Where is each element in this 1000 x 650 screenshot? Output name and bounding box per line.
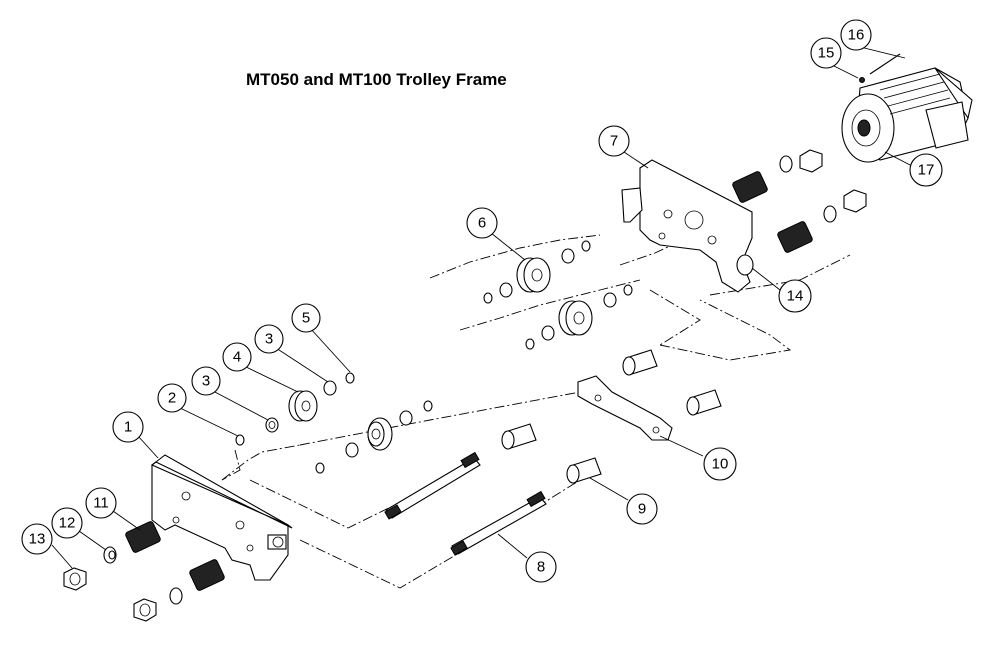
callout-label: 13: [29, 531, 46, 548]
right-wheel-group: [483, 240, 633, 350]
callout-label: 1: [124, 419, 132, 436]
callout-8: 8: [525, 551, 557, 583]
left-side-plate: [150, 454, 293, 581]
callout-label: 7: [610, 133, 618, 150]
callout-2: 2: [157, 383, 187, 413]
leader-lines: [51, 44, 913, 569]
bracket: [577, 375, 673, 441]
callout-label: 3: [265, 331, 273, 348]
callout-10: 10: [703, 447, 737, 481]
callout-label: 16: [848, 27, 865, 44]
callout-4: 4: [222, 342, 252, 372]
spacer-tubes: [501, 349, 722, 484]
callout-label: 4: [233, 349, 241, 366]
callout-5: 5: [291, 303, 321, 333]
callout-label: 17: [918, 162, 935, 179]
callout-16: 16: [840, 19, 872, 51]
callout-label: 10: [712, 456, 729, 473]
callout-9: 9: [626, 493, 658, 525]
callout-label: 5: [302, 310, 310, 327]
callout-label: 9: [638, 501, 646, 518]
diagram-title: MT050 and MT100 Trolley Frame: [246, 70, 507, 89]
callout-7: 7: [598, 125, 630, 157]
callout-15: 15: [810, 37, 842, 69]
callout-label: 12: [59, 515, 76, 532]
right-side-plate: [621, 159, 754, 293]
callout-label: 6: [478, 215, 486, 232]
callout-11: 11: [85, 487, 117, 519]
callout-label: 3: [202, 373, 210, 390]
motor: [841, 53, 973, 163]
callout-13: 13: [21, 523, 53, 555]
callout-12: 12: [51, 507, 83, 539]
callout-3a: 3: [191, 366, 221, 396]
callout-3b: 3: [254, 324, 284, 354]
left-bolt-set: [63, 521, 225, 622]
right-bolt-set: [732, 149, 867, 253]
callout-label: 11: [93, 495, 109, 512]
callout-1: 1: [112, 411, 144, 443]
callout-label: 14: [787, 288, 804, 305]
callout-label: 15: [818, 45, 835, 62]
callout-17: 17: [909, 153, 943, 187]
callout-14: 14: [778, 279, 812, 313]
callout-6: 6: [466, 207, 498, 239]
shafts: [384, 451, 547, 556]
callout-label: 2: [168, 390, 176, 407]
left-wheel-group: [235, 372, 433, 474]
callout-label: 8: [537, 559, 545, 576]
